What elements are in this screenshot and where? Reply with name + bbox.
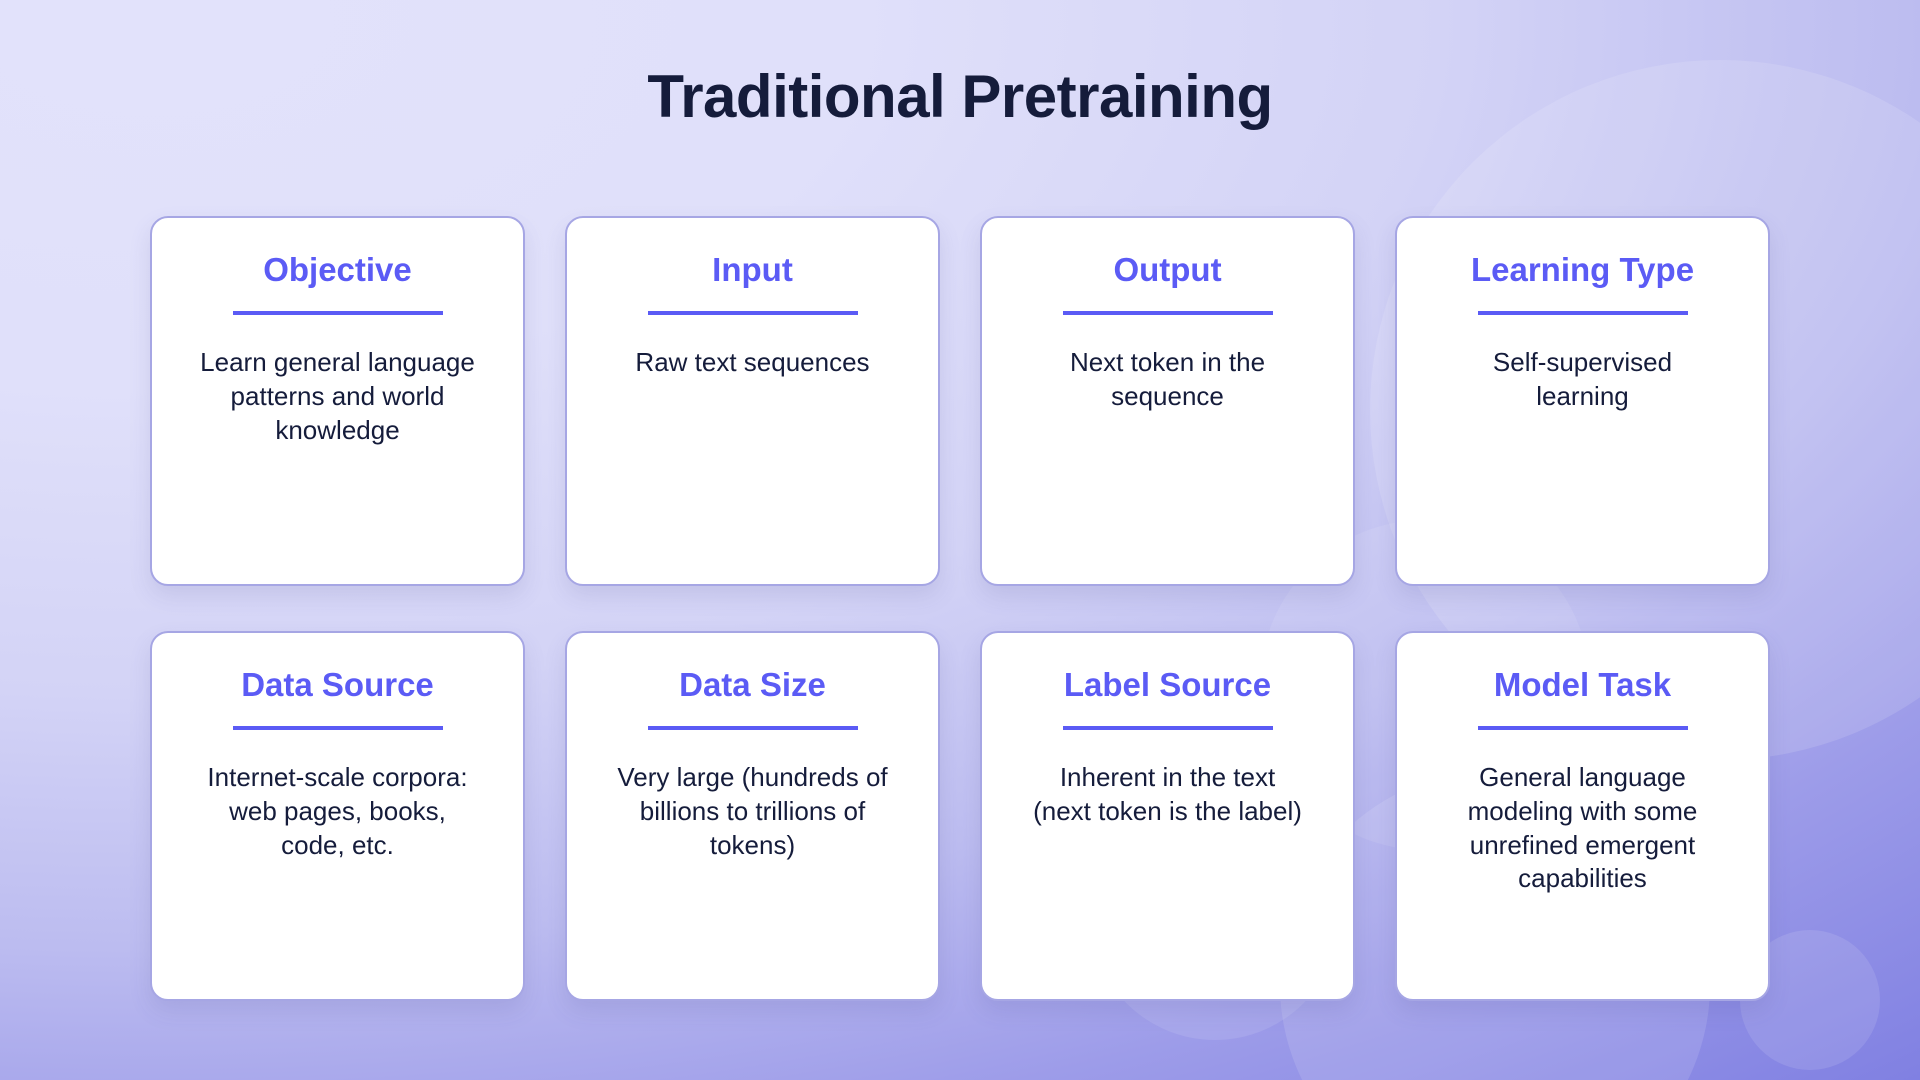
card-title: Data Source: [241, 666, 434, 703]
card-body: Raw text sequences: [635, 346, 870, 377]
card-data-size: Data Size Very large (hundreds of billio…: [565, 631, 940, 1001]
card-learning-type: Learning Type Self-supervised learning: [1395, 216, 1770, 586]
card-divider: [1477, 725, 1688, 730]
card-title: Data Size: [679, 666, 826, 703]
card-body: Next token in the sequence: [1069, 346, 1266, 411]
card-title: Model Task: [1493, 666, 1672, 703]
card-title: Output: [1113, 251, 1222, 288]
card-title: Input: [712, 251, 793, 288]
card-objective: Objective Learn general language pattern…: [150, 216, 525, 586]
card-body: Self-supervised learning: [1492, 346, 1673, 411]
card-divider: [232, 310, 443, 315]
card-model-task: Model Task General language modeling wit…: [1395, 631, 1770, 1001]
card-title: Label Source: [1063, 666, 1272, 703]
card-title: Objective: [263, 251, 412, 288]
card-label-source: Label Source Inherent in the text (next …: [980, 631, 1355, 1001]
card-grid: Objective Learn general language pattern…: [150, 216, 1770, 1001]
card-body: Learn general language patterns and worl…: [200, 346, 475, 445]
card-divider: [232, 725, 443, 730]
card-divider: [1062, 725, 1273, 730]
card-divider: [647, 310, 858, 315]
card-title: Learning Type: [1470, 251, 1695, 288]
page-title: Traditional Pretraining: [647, 63, 1273, 130]
card-input: Input Raw text sequences: [565, 216, 940, 586]
card-body: Inherent in the text (next token is the …: [1033, 761, 1302, 826]
card-body: Very large (hundreds of billions to tril…: [617, 761, 888, 860]
card-data-source: Data Source Internet-scale corpora: web …: [150, 631, 525, 1001]
card-divider: [647, 725, 858, 730]
card-divider: [1477, 310, 1688, 315]
card-output: Output Next token in the sequence: [980, 216, 1355, 586]
card-divider: [1062, 310, 1273, 315]
card-body: General language modeling with some unre…: [1467, 761, 1698, 894]
card-body: Internet-scale corpora: web pages, books…: [207, 761, 468, 860]
